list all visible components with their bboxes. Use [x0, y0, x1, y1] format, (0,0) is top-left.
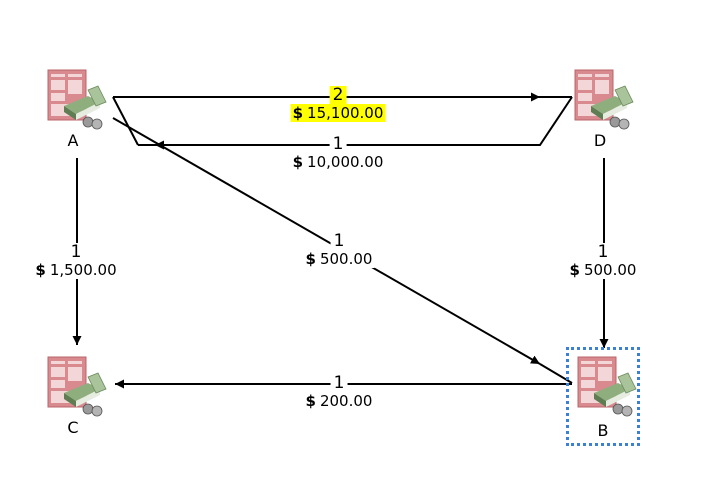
node-label: D	[593, 131, 607, 150]
node-a[interactable]: A	[38, 62, 108, 154]
node-d[interactable]: D	[565, 62, 635, 154]
edge-amount: $200.00	[303, 392, 375, 410]
node-b[interactable]: B	[566, 347, 640, 446]
currency-icon: $	[292, 104, 304, 122]
node-label: C	[67, 418, 79, 437]
edge-count: 1	[330, 232, 348, 250]
edge-label-d-to-a: 1 $10,000.00	[290, 135, 386, 171]
edge-label-a-to-b: 1 $500.00	[303, 232, 375, 268]
edge-amount: $500.00	[303, 250, 375, 268]
currency-icon: $	[35, 261, 46, 279]
edge-count: 1	[67, 243, 85, 261]
edge-amount: $500.00	[567, 261, 639, 279]
edge-amount: $15,100.00	[290, 104, 386, 122]
edge-label-a-to-d: 2 $15,100.00	[290, 86, 386, 122]
edge-label-d-to-b: 1 $500.00	[567, 243, 639, 279]
edge-label-b-to-c: 1 $200.00	[303, 374, 375, 410]
edge-a-to-b[interactable]	[112, 117, 573, 384]
currency-icon: $	[569, 261, 580, 279]
edge-count: 1	[594, 243, 612, 261]
node-c[interactable]: C	[38, 349, 108, 441]
edge-amount: $1,500.00	[33, 261, 119, 279]
invoice-cash-icon	[47, 69, 107, 130]
currency-icon: $	[292, 153, 304, 171]
node-label: B	[597, 421, 609, 440]
edge-count: 1	[330, 374, 348, 392]
invoice-cash-icon	[47, 356, 107, 417]
node-label: A	[67, 131, 79, 150]
edge-label-a-to-c: 1 $1,500.00	[33, 243, 119, 279]
invoice-cash-icon	[574, 69, 634, 130]
currency-icon: $	[305, 250, 316, 268]
edge-count: 2	[329, 86, 347, 104]
currency-icon: $	[305, 392, 316, 410]
edge-amount: $10,000.00	[290, 153, 386, 171]
edge-count: 1	[329, 135, 347, 153]
invoice-cash-icon	[577, 356, 637, 417]
edge-d-to-a[interactable]	[112, 96, 573, 150]
